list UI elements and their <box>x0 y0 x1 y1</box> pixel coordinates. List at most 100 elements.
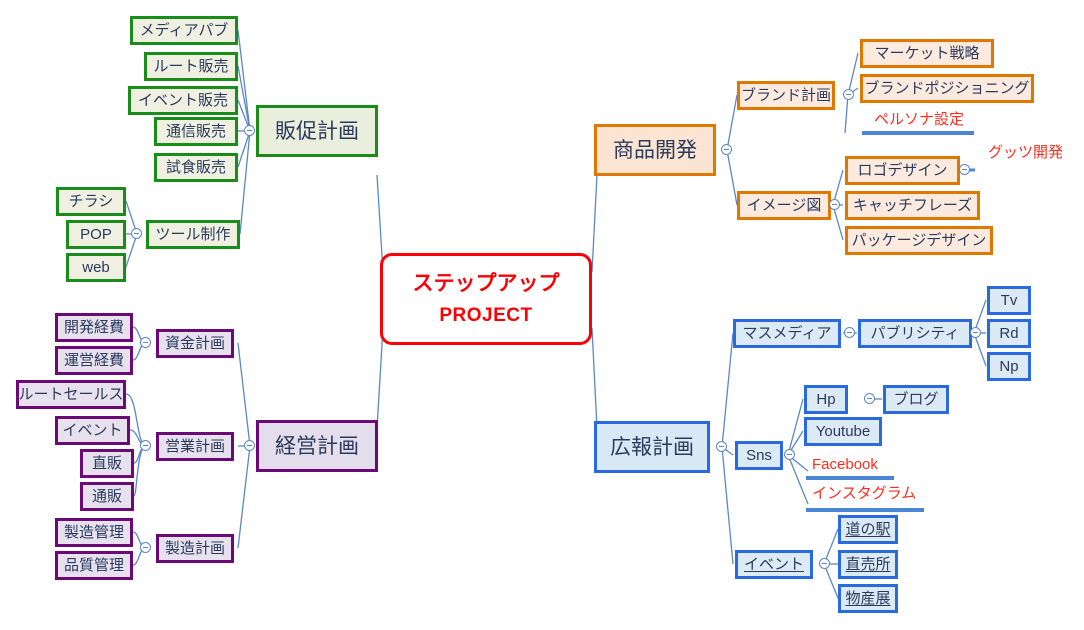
leaf-product-fair[interactable]: 物産展 <box>838 584 898 613</box>
node-label: Rd <box>999 325 1019 342</box>
node-label: 試食販売 <box>165 159 226 176</box>
node-label: メディアパブ <box>139 22 229 39</box>
collapse-toggle-image-diagram[interactable] <box>829 199 840 210</box>
leaf-media-pub[interactable]: メディアパブ <box>130 16 238 45</box>
collapse-toggle-funding-plan[interactable] <box>140 337 151 348</box>
root-node[interactable]: ステップアップ PROJECT <box>380 253 592 345</box>
node-label: 営業計画 <box>164 438 225 455</box>
node-event-pr[interactable]: イベント <box>735 550 813 579</box>
collapse-toggle-sns[interactable] <box>784 449 795 460</box>
node-publicity[interactable]: パブリシティ <box>858 319 972 348</box>
leaf-persona-setting[interactable]: ペルソナ設定 <box>874 111 965 128</box>
leaf-goods-development[interactable]: グッツ開発 <box>988 144 1064 161</box>
collapse-toggle-manufacturing-plan[interactable] <box>140 542 151 553</box>
collapse-toggle-product-development[interactable] <box>721 144 732 155</box>
node-label: 品質管理 <box>63 557 124 574</box>
collapse-toggle-pr-plan[interactable] <box>716 441 727 452</box>
leaf-instagram[interactable]: インスタグラム <box>812 485 917 502</box>
collapse-toggle-sales-promotion[interactable] <box>244 125 255 136</box>
node-label: マーケット戦略 <box>874 45 980 62</box>
node-brand-plan[interactable]: ブランド計画 <box>737 81 835 110</box>
leaf-quality-control[interactable]: 品質管理 <box>55 551 133 580</box>
leaf-route-sales-mgmt[interactable]: ルートセールス <box>16 380 126 409</box>
leaf-tv[interactable]: Tv <box>987 286 1031 315</box>
leaf-radio[interactable]: Rd <box>987 319 1031 348</box>
leaf-tasting-sales[interactable]: 試食販売 <box>154 153 238 182</box>
leaf-instagram-rule <box>806 508 924 512</box>
node-label: 運営経費 <box>63 352 124 369</box>
collapse-toggle-management-plan[interactable] <box>244 440 255 451</box>
node-management-plan[interactable]: 経営計画 <box>256 420 378 472</box>
collapse-toggle-publicity[interactable] <box>970 327 981 338</box>
node-label: 直販 <box>91 455 122 472</box>
leaf-route-sales[interactable]: ルート販売 <box>144 52 238 81</box>
node-label: ツール制作 <box>155 226 231 243</box>
node-label: 開発経費 <box>63 319 124 336</box>
leaf-hp[interactable]: Hp <box>804 385 848 414</box>
leaf-direct-sales[interactable]: 直販 <box>80 449 134 478</box>
node-label: POP <box>80 226 112 243</box>
node-label: キャッチフレーズ <box>852 197 973 214</box>
collapse-toggle-logo-design[interactable] <box>959 164 970 175</box>
node-label: 道の駅 <box>845 521 891 538</box>
leaf-event-sales[interactable]: イベント販売 <box>128 86 238 115</box>
collapse-toggle-event-pr[interactable] <box>819 558 830 569</box>
node-label: Tv <box>1000 292 1018 309</box>
node-mass-media[interactable]: マスメディア <box>733 319 841 348</box>
node-label: Np <box>999 358 1019 375</box>
collapse-toggle-sales-plan[interactable] <box>140 440 151 451</box>
collapse-toggle-tool-production[interactable] <box>131 228 142 239</box>
node-label: イベント販売 <box>137 92 228 109</box>
leaf-youtube[interactable]: Youtube <box>804 417 882 446</box>
node-label: web <box>82 259 110 276</box>
node-label: イメージ図 <box>746 197 822 214</box>
leaf-production-control[interactable]: 製造管理 <box>55 518 133 547</box>
leaf-market-strategy[interactable]: マーケット戦略 <box>860 39 994 68</box>
node-manufacturing-plan[interactable]: 製造計画 <box>156 534 234 563</box>
leaf-web[interactable]: web <box>66 253 126 282</box>
node-tool-production[interactable]: ツール制作 <box>146 220 240 249</box>
node-sales-plan[interactable]: 営業計画 <box>156 432 234 461</box>
root-title-line2: PROJECT <box>439 305 533 326</box>
node-label: イベント <box>62 422 123 439</box>
node-label: 経営計画 <box>275 434 359 458</box>
leaf-flyer[interactable]: チラシ <box>56 187 126 216</box>
leaf-roadside-station[interactable]: 道の駅 <box>838 515 898 544</box>
node-product-development[interactable]: 商品開発 <box>594 124 716 176</box>
node-image-diagram[interactable]: イメージ図 <box>737 191 831 220</box>
collapse-toggle-brand-plan[interactable] <box>843 89 854 100</box>
node-sales-promotion[interactable]: 販促計画 <box>256 105 378 157</box>
node-sns[interactable]: Sns <box>735 441 783 470</box>
node-label: マスメディア <box>742 325 832 342</box>
leaf-blog[interactable]: ブログ <box>883 385 949 414</box>
collapse-toggle-hp[interactable] <box>864 393 875 404</box>
leaf-facebook-rule <box>806 476 894 480</box>
node-label: Youtube <box>815 423 871 440</box>
node-label: 通販 <box>91 488 122 505</box>
leaf-pop[interactable]: POP <box>66 220 126 249</box>
leaf-operating-cost[interactable]: 運営経費 <box>55 346 133 375</box>
leaf-newspaper[interactable]: Np <box>987 352 1031 381</box>
leaf-direct-sales-shop[interactable]: 直売所 <box>838 550 898 579</box>
leaf-package-design[interactable]: パッケージデザイン <box>845 226 993 255</box>
node-label: ブランドポジショニング <box>864 80 1030 97</box>
node-pr-plan[interactable]: 広報計画 <box>594 421 710 473</box>
leaf-logo-design[interactable]: ロゴデザイン <box>845 156 960 185</box>
collapse-toggle-mass-media[interactable] <box>844 327 855 338</box>
leaf-event-mgmt[interactable]: イベント <box>55 416 130 445</box>
leaf-mail-order[interactable]: 通信販売 <box>154 117 238 146</box>
node-label: ルートセールス <box>18 386 124 403</box>
node-label: 製造計画 <box>164 540 225 557</box>
node-label: Sns <box>746 447 772 464</box>
leaf-brand-positioning[interactable]: ブランドポジショニング <box>860 74 1034 103</box>
leaf-catch-phrase[interactable]: キャッチフレーズ <box>845 191 980 220</box>
leaf-facebook[interactable]: Facebook <box>812 456 878 473</box>
node-funding-plan[interactable]: 資金計画 <box>156 329 234 358</box>
node-label: 製造管理 <box>63 524 124 541</box>
node-label: 物産展 <box>845 590 891 607</box>
leaf-development-cost[interactable]: 開発経費 <box>55 313 133 342</box>
leaf-online-sales[interactable]: 通販 <box>80 482 134 511</box>
node-label: ブログ <box>893 391 939 408</box>
leaf-persona-setting-rule <box>862 131 974 135</box>
